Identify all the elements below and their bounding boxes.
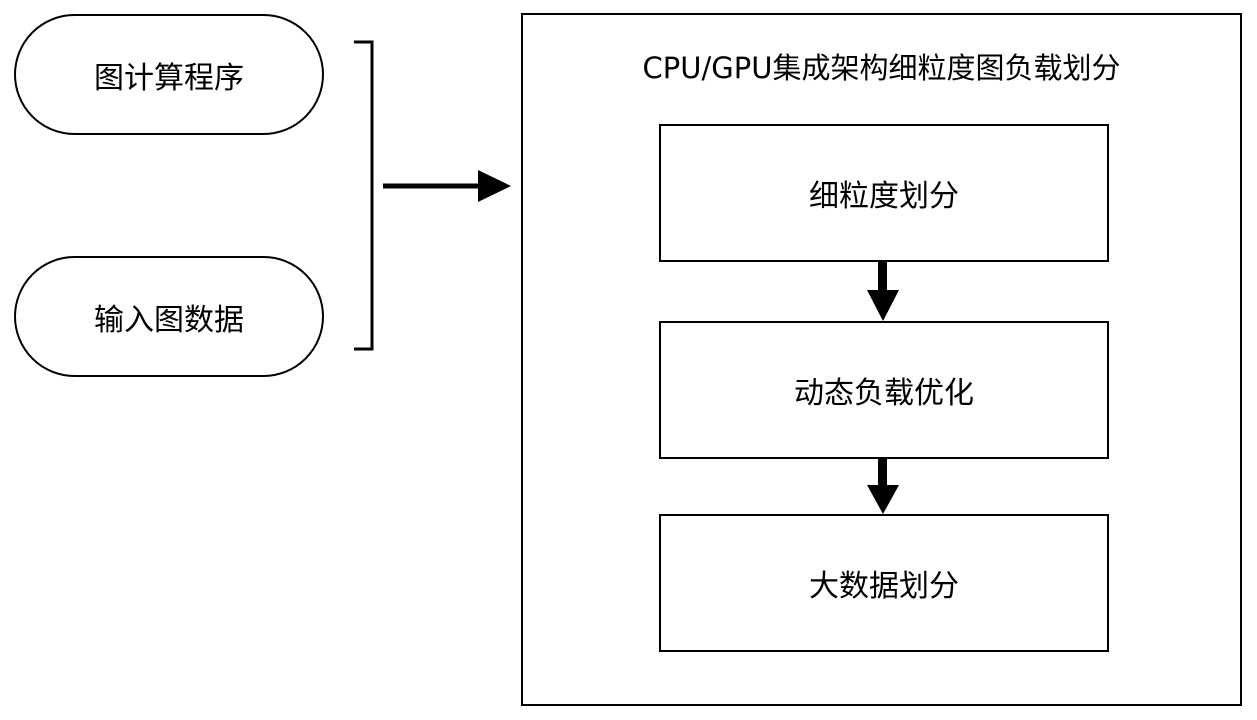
input-graph-data: 输入图数据 xyxy=(14,256,324,377)
step-dynamic-load-optimization: 动态负载优化 xyxy=(659,321,1109,459)
arrow-1-shaft xyxy=(878,260,887,292)
arrow-1-head xyxy=(867,290,899,321)
step-big-data-partition-label: 大数据划分 xyxy=(809,569,959,604)
input-graph-data-label: 输入图数据 xyxy=(94,302,244,338)
partition-framework-container: CPU/GPU集成架构细粒度图负载划分 细粒度划分 动态负载优化 大数据划分 xyxy=(521,13,1242,706)
step-big-data-partition: 大数据划分 xyxy=(659,514,1109,652)
arrow-2-head xyxy=(867,485,899,514)
step-arrows xyxy=(867,260,899,514)
arrow-2-shaft xyxy=(878,457,887,487)
input-bracket xyxy=(354,40,374,351)
step-fine-grained-partition-label: 细粒度划分 xyxy=(809,179,959,214)
container-title: CPU/GPU集成架构细粒度图负载划分 xyxy=(642,51,1121,85)
main-arrow-head xyxy=(478,170,511,202)
step-dynamic-load-optimization-label: 动态负载优化 xyxy=(794,376,974,411)
input-graph-program: 图计算程序 xyxy=(14,14,324,135)
input-graph-program-label: 图计算程序 xyxy=(94,60,244,96)
